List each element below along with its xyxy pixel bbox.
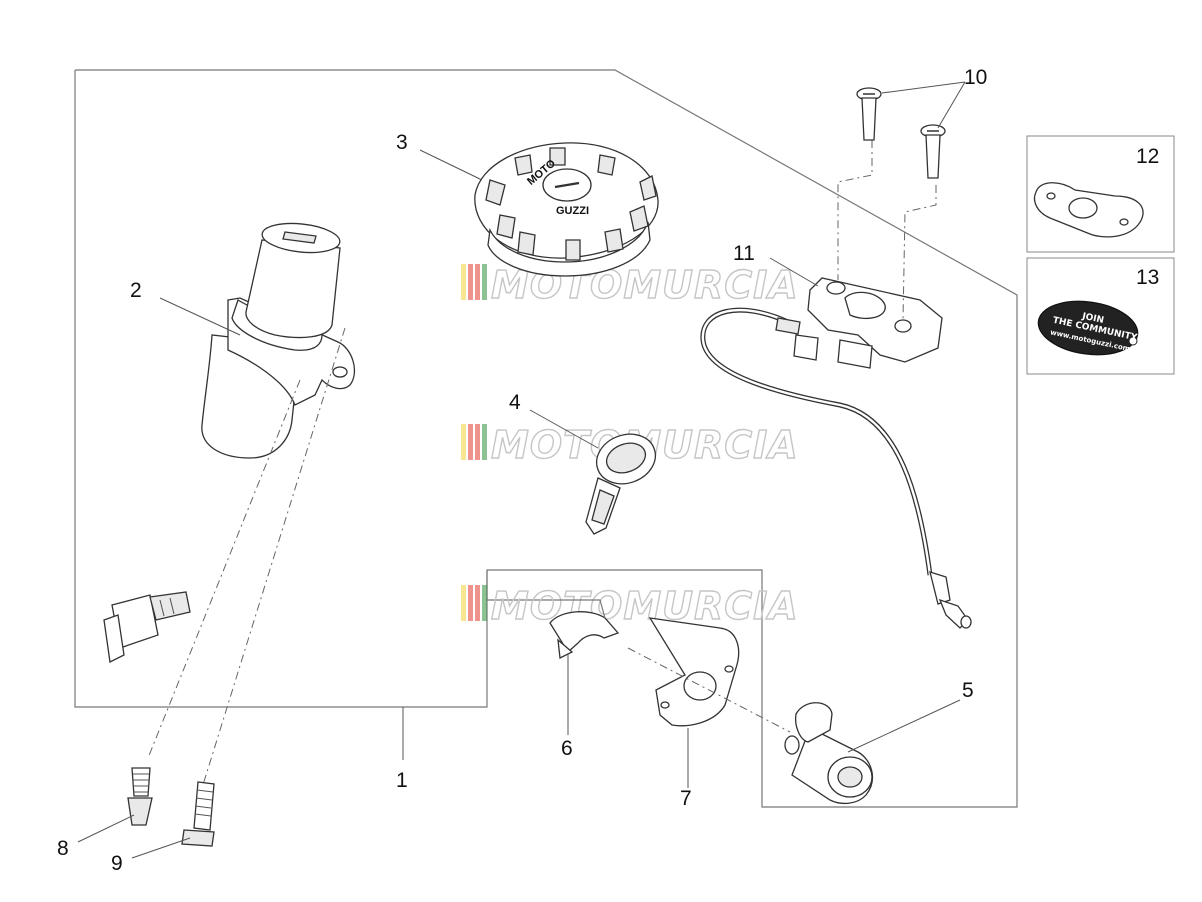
- callout-13: 13: [1136, 266, 1159, 289]
- wm-stripe-3: [475, 424, 480, 460]
- box-part-13: [1026, 257, 1175, 375]
- callout-3: 3: [396, 131, 408, 154]
- part-8-shear-bolt: [127, 767, 153, 826]
- part-10-screws: [856, 87, 946, 179]
- callout-4: 4: [509, 391, 521, 414]
- callout-8: 8: [57, 837, 69, 860]
- wm-stripe-3: [475, 264, 480, 300]
- wm-stripe-4: [482, 264, 487, 300]
- part-7-plate: [627, 617, 791, 733]
- callout-10: 10: [964, 66, 987, 89]
- callout-numbers: 1 2 3 4 5 6 7 8 9 10 11 12 13: [57, 66, 1159, 875]
- watermark-text-bottom: MOTOMURCIA: [491, 584, 799, 628]
- wm-stripe-2: [468, 585, 473, 621]
- part-11-sensor: [700, 140, 972, 629]
- callout-5: 5: [962, 679, 974, 702]
- watermark-top: MOTOMURCIA: [461, 262, 798, 308]
- wm-stripe-2: [468, 424, 473, 460]
- callout-2: 2: [130, 279, 142, 302]
- sticker-line-1: JOIN: [1080, 311, 1104, 326]
- callout-11: 11: [733, 242, 755, 265]
- wm-stripe-1: [461, 585, 466, 621]
- part-2-ignition-switch: [103, 222, 355, 789]
- callout-1: 1: [396, 769, 408, 792]
- box-part-12: [1026, 135, 1175, 253]
- wm-stripe-3: [475, 585, 480, 621]
- part-13-sticker: JOIN THE COMMUNITY www.motoguzzi.com: [1037, 300, 1138, 356]
- part-12-gasket: [1033, 182, 1144, 238]
- part-9-bolt: [181, 781, 215, 847]
- cap-lettering-guzzi: GUZZI: [556, 205, 589, 217]
- part-4-key: [585, 433, 657, 535]
- wm-stripe-2: [468, 264, 473, 300]
- callout-6: 6: [561, 737, 573, 760]
- part-3-fuel-cap: MOTO GUZZI: [474, 142, 659, 277]
- part-5-lock-cylinder: [784, 702, 874, 805]
- callout-9: 9: [111, 852, 123, 875]
- watermark-bottom: MOTOMURCIA: [461, 583, 799, 629]
- callout-7: 7: [680, 787, 692, 810]
- leader-lines: [77, 81, 966, 859]
- callout-12: 12: [1136, 145, 1159, 168]
- wm-stripe-1: [461, 424, 466, 460]
- group-frame-1: [74, 69, 1018, 808]
- wm-stripe-4: [482, 585, 487, 621]
- wm-stripe-4: [482, 424, 487, 460]
- ignition-connector: [103, 591, 191, 663]
- wm-stripe-1: [461, 264, 466, 300]
- part-6-bracket: [549, 599, 620, 659]
